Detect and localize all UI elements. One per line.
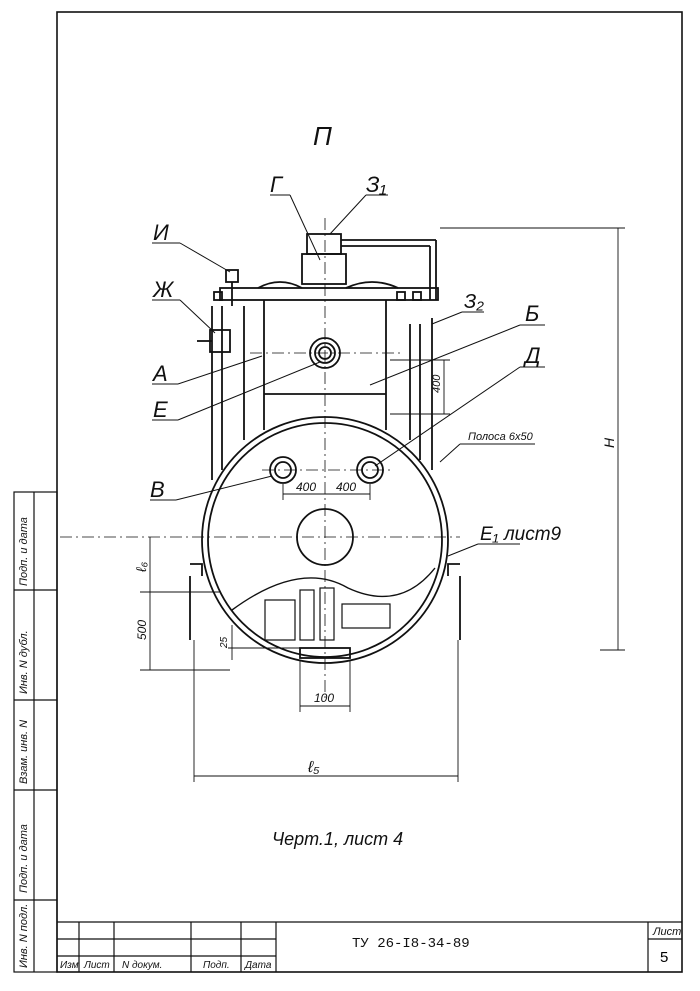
dim-400-right: 400 [336, 480, 356, 494]
callout-v: В [150, 477, 165, 502]
dim-100: 100 [314, 691, 334, 705]
tb-header-list: Лист [83, 960, 110, 971]
callout-i: И [153, 220, 169, 245]
tb-sheet-number: 5 [660, 949, 668, 966]
callout-z1: З₁ [366, 172, 387, 197]
centre-lines [60, 218, 460, 700]
dim-400-vertical: 400 [431, 374, 443, 393]
callout-e1: Е₁ лист9 [480, 524, 562, 545]
callout-strip: Полоса 6х50 [468, 431, 534, 443]
tb-designation: ТУ 26-I8-34-89 [352, 936, 470, 952]
tb-header-podp: Подп. [203, 960, 230, 971]
callout-b: Б [525, 301, 539, 326]
tb-sheet-label: Лист [652, 926, 681, 938]
dimension-lines [140, 227, 625, 782]
dim-25: 25 [219, 636, 230, 649]
side-stamp-inv-podl: Инв. N подл. [18, 904, 30, 968]
callout-zh: Ж [152, 277, 175, 302]
dim-l5: ℓ₅ [307, 759, 320, 776]
view-label: П [313, 121, 332, 151]
side-stamp-podp-1: Подп. и дата [18, 824, 30, 893]
side-stamp [13, 491, 58, 973]
leader-lines [150, 194, 545, 557]
side-stamp-dubl: Инв. N дубл. [18, 630, 30, 694]
side-stamp-vzam: Взам. инв. N [18, 720, 30, 784]
callout-a: А [151, 361, 168, 386]
dim-500: 500 [135, 620, 149, 640]
tb-header-ndokum: N докум. [122, 960, 162, 971]
callout-e: Е [153, 397, 168, 422]
side-stamp-podp-2: Подп. и дата [18, 517, 30, 586]
title-block [57, 921, 682, 972]
callout-d: Д [522, 343, 541, 368]
drawing-caption: Черт.1, лист 4 [272, 829, 403, 849]
dim-h: Н [601, 437, 617, 448]
dim-l6: ℓ₆ [133, 561, 149, 573]
dim-400-left: 400 [296, 480, 316, 494]
tb-header-data: Дата [244, 960, 272, 971]
tb-header-izm: Изм [60, 960, 79, 971]
callout-z2: З₂ [464, 291, 484, 313]
callout-g: Г [270, 172, 284, 197]
